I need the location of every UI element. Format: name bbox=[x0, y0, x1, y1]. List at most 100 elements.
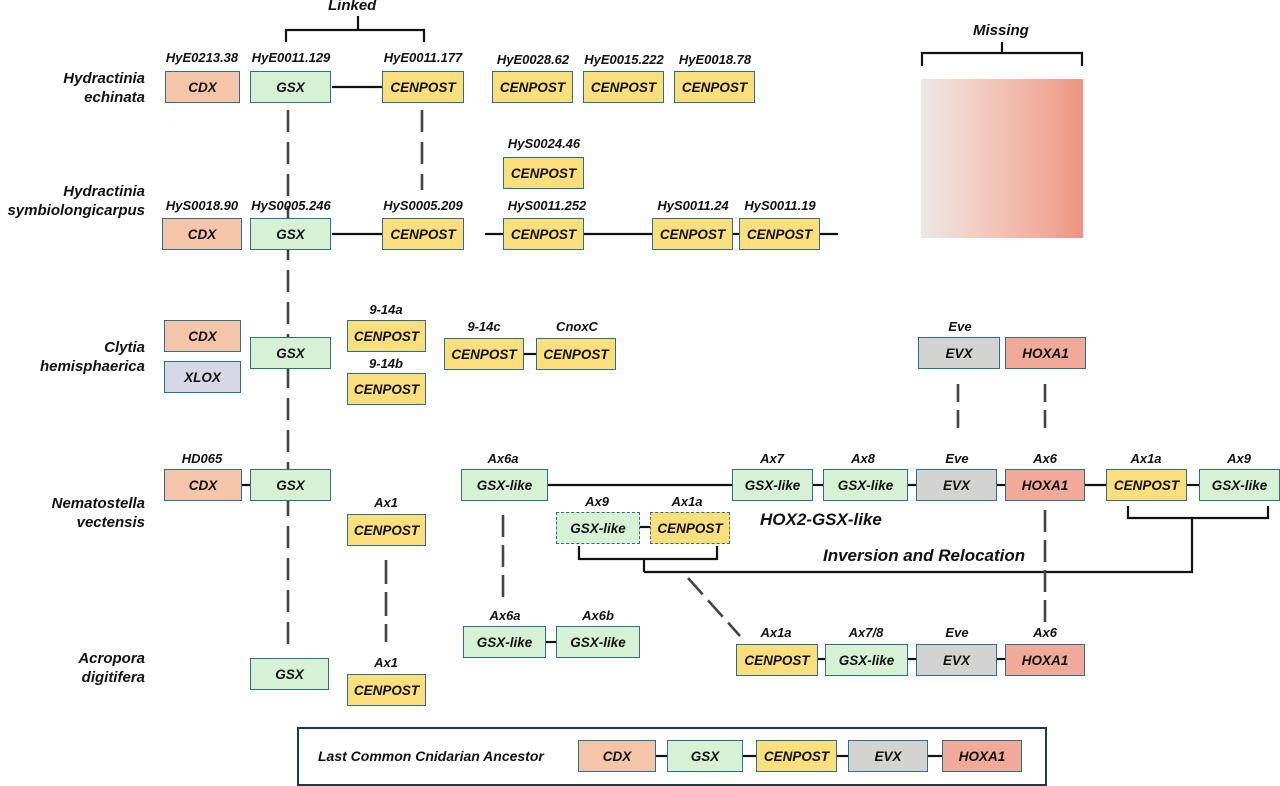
gene-id: Ax6a bbox=[487, 451, 519, 466]
gene-box-gsx-like: GSX-like bbox=[1199, 469, 1280, 501]
gene-id: HyE0213.38 bbox=[165, 50, 239, 65]
gene-box-cenpost: CENPOST bbox=[382, 218, 464, 250]
gene-id: HyE0011.177 bbox=[383, 50, 463, 65]
gene-box-cenpost: CENPOST bbox=[739, 218, 820, 250]
gene-box-gsx: GSX bbox=[250, 469, 331, 501]
gene-id: Ax9 bbox=[585, 494, 609, 509]
inversion-label: Inversion and Relocation bbox=[823, 546, 1026, 565]
gene-id: Ax1a bbox=[1130, 451, 1162, 466]
gene-box-hoxa1: HOXA1 bbox=[1005, 644, 1085, 676]
gene-id: Eve bbox=[945, 625, 969, 640]
gene-box-evx: EVX bbox=[916, 469, 997, 501]
gene-id: HyS0011.252 bbox=[507, 198, 587, 213]
linked-label: Linked bbox=[328, 0, 377, 14]
gene-id: CnoxC bbox=[556, 319, 598, 334]
gene-box-cenpost: CENPOST bbox=[503, 218, 584, 250]
missing-gradient-block bbox=[921, 79, 1083, 238]
gene-id: HyE0011.129 bbox=[251, 50, 331, 65]
gene-box-gsx: GSX bbox=[250, 337, 331, 369]
gene-box-hoxa1: HOXA1 bbox=[1005, 337, 1086, 369]
gene-id: HyS0005.209 bbox=[383, 198, 463, 213]
gene-id: Eve bbox=[945, 451, 969, 466]
gene-box-cenpost: CENPOST bbox=[1106, 469, 1187, 501]
gene-id: HD065 bbox=[181, 451, 223, 466]
gene-box-gsx: GSX bbox=[250, 658, 329, 690]
gene-id: Ax9 bbox=[1227, 451, 1251, 466]
gene-box-cenpost: CENPOST bbox=[736, 644, 818, 676]
gene-id: 9-14c bbox=[467, 319, 501, 334]
gene-id: 9-14b bbox=[369, 356, 403, 371]
gene-box-evx: EVX bbox=[918, 337, 1000, 369]
gene-box-gsx: GSX bbox=[250, 218, 331, 250]
gene-id: HyS0005.246 bbox=[251, 198, 331, 213]
hox2-gsx-like-label: HOX2-GSX-like bbox=[760, 510, 882, 529]
gene-box-cenpost: CENPOST bbox=[503, 157, 584, 189]
gene-box-cenpost: CENPOST bbox=[347, 674, 426, 706]
inversion-bracket-right bbox=[644, 506, 1270, 574]
gene-box-gsx-like: GSX-like bbox=[732, 469, 813, 501]
gene-id: Ax7/8 bbox=[848, 625, 884, 640]
gene-box-cenpost: CENPOST bbox=[347, 373, 426, 405]
gene-id: HyS0011.24 bbox=[657, 198, 729, 213]
gene-box-xlox: XLOX bbox=[164, 361, 241, 393]
gene-id: HyS0011.19 bbox=[744, 198, 816, 213]
gene-box-cdx: CDX bbox=[164, 469, 242, 501]
gene-id: HyE0028.62 bbox=[496, 52, 570, 67]
gene-id: Ax8 bbox=[851, 451, 875, 466]
gene-id: Ax1 bbox=[374, 495, 398, 510]
lca-panel bbox=[297, 727, 1047, 786]
gene-id: Ax1a bbox=[760, 625, 792, 640]
lca-gene-hoxa1: HOXA1 bbox=[942, 740, 1022, 772]
lca-label: Last Common Cnidarian Ancestor bbox=[318, 748, 544, 764]
gene-box-gsx-like: GSX-like bbox=[461, 469, 548, 501]
gene-box-cdx: CDX bbox=[162, 218, 242, 250]
gene-box-evx: EVX bbox=[916, 644, 997, 676]
gene-id: Eve bbox=[948, 319, 972, 334]
gene-id: Ax7 bbox=[760, 451, 784, 466]
lca-gene-gsx: GSX bbox=[667, 740, 743, 772]
gene-box-cenpost: CENPOST bbox=[382, 71, 464, 103]
gene-id: Ax6 bbox=[1033, 451, 1057, 466]
gene-box-cenpost: CENPOST bbox=[444, 338, 524, 370]
gene-box-cenpost: CENPOST bbox=[536, 338, 616, 370]
gene-box-hoxa1: HOXA1 bbox=[1005, 469, 1085, 501]
gene-box-cdx: CDX bbox=[164, 320, 241, 352]
linked-bracket bbox=[284, 16, 426, 42]
gene-box-cdx: CDX bbox=[165, 71, 240, 103]
gene-id: Ax1 bbox=[374, 655, 398, 670]
gene-box-gsx-like: GSX-like bbox=[463, 626, 546, 658]
gene-id: HyE0018.78 bbox=[678, 52, 752, 67]
gene-box-gsx-like: GSX-like bbox=[825, 644, 908, 676]
missing-label: Missing bbox=[973, 22, 1029, 39]
gene-id: HyE0015.222 bbox=[584, 52, 664, 67]
gene-id: 9-14a bbox=[369, 302, 403, 317]
lca-gene-cenpost: CENPOST bbox=[756, 740, 837, 772]
gene-id: HyS0018.90 bbox=[165, 198, 239, 213]
gene-box-cenpost: CENPOST bbox=[652, 218, 733, 250]
gene-id: Ax6b bbox=[582, 608, 614, 623]
gene-id: Ax6a bbox=[489, 608, 521, 623]
gene-id: HyS0024.46 bbox=[507, 136, 581, 151]
gene-box-cenpost: CENPOST bbox=[674, 71, 755, 103]
homology-ax1a bbox=[687, 577, 741, 637]
lca-gene-cdx: CDX bbox=[578, 740, 656, 772]
gene-box-cenpost: CENPOST bbox=[347, 514, 426, 546]
lca-gene-evx: EVX bbox=[848, 740, 928, 772]
gene-box-gsx-like: GSX-like bbox=[556, 626, 640, 658]
gene-box-cenpost: CENPOST bbox=[492, 71, 573, 103]
gene-box-gsx-like: GSX-like bbox=[823, 469, 908, 501]
gene-id: Ax6 bbox=[1033, 625, 1057, 640]
gene-box-cenpost: CENPOST bbox=[583, 71, 664, 103]
inversion-bracket-left bbox=[577, 546, 719, 572]
gene-box-cenpost-relocated: CENPOST bbox=[650, 512, 730, 544]
gene-box-gsx-like-relocated: GSX-like bbox=[556, 512, 640, 544]
gene-id: Ax1a bbox=[671, 494, 703, 509]
gene-box-cenpost: CENPOST bbox=[347, 320, 426, 352]
missing-bracket bbox=[920, 42, 1084, 66]
